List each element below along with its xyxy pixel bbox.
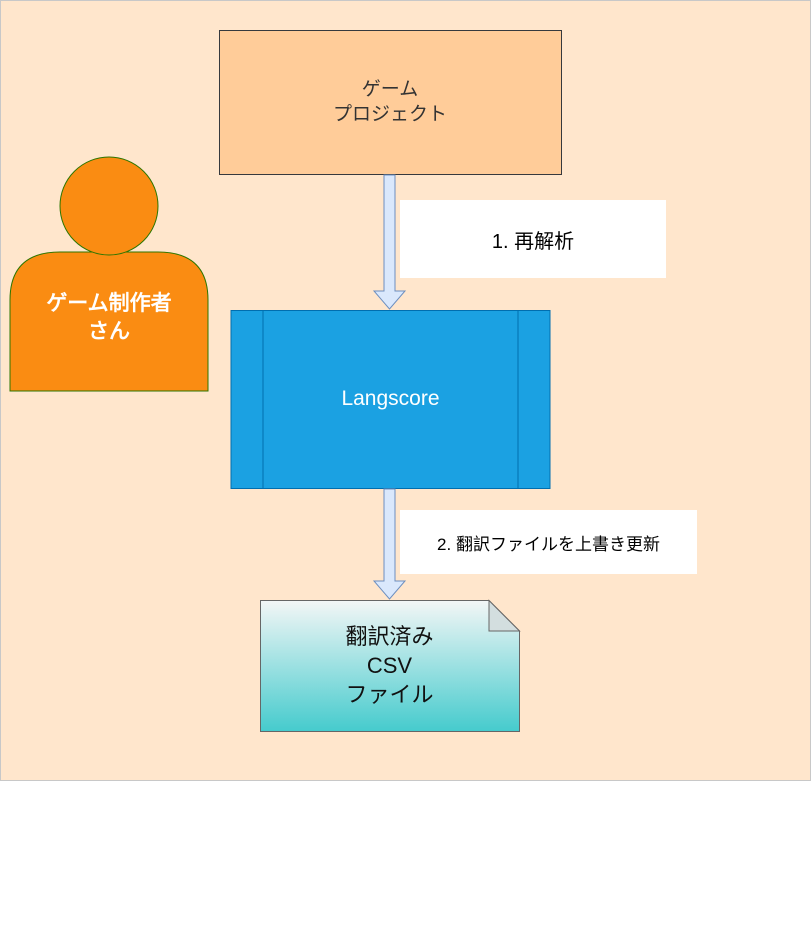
arrow-step1[interactable] <box>372 174 407 310</box>
arrow-step2[interactable] <box>372 488 407 600</box>
game-project-box[interactable] <box>219 30 562 175</box>
step2-label: 2. 翻訳ファイルを上書き更新 <box>437 534 660 554</box>
step1-label-box <box>400 200 666 278</box>
actor-label: ゲーム制作者 さん <box>46 292 172 343</box>
step2-label-box <box>400 510 697 574</box>
csv-file-label: 翻訳済み CSV ファイル <box>345 624 434 707</box>
game-project-label: ゲーム プロジェクト <box>332 79 447 125</box>
step1-label: 1. 再解析 <box>491 230 575 253</box>
langscore-label: Langscore <box>341 387 440 410</box>
actor-shape[interactable] <box>9 156 209 392</box>
csv-file-document[interactable] <box>260 599 521 732</box>
